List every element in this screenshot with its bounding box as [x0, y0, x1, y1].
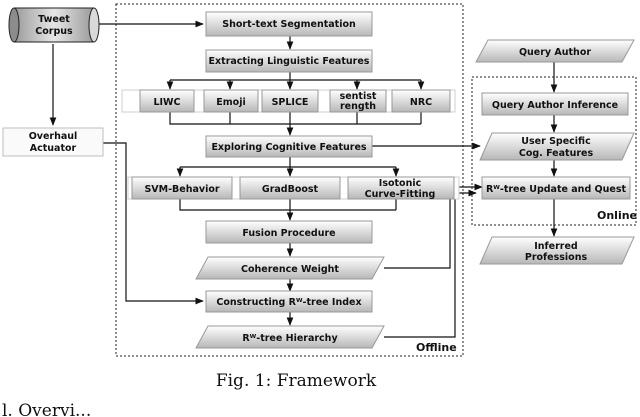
linguistic-features-row: LIWC Emoji SPLICE sentist rength NRC	[121, 89, 456, 113]
extracting-linguistic-features-label: Extracting Linguistic Features	[209, 56, 370, 67]
short-text-segmentation-label: Short-text Segmentation	[222, 19, 356, 30]
constructing-index-label: Constructing Rᵂ-tree Index	[216, 297, 361, 308]
edge-classifiers-fanin	[179, 199, 397, 211]
edge-coherence-to-update	[384, 189, 477, 269]
edge-hierarchy-to-update	[384, 183, 483, 338]
classifiers-row: SVM-Behavior GradBoost Isotonic Curve-Fi…	[127, 176, 460, 200]
offline-label: Offline	[416, 341, 457, 354]
overhaul-actuator-label-1: Overhaul	[29, 131, 78, 142]
sentistrength-node: sentist rength	[329, 89, 387, 113]
nrc-node: NRC	[391, 89, 451, 113]
extracting-linguistic-features-node: Extracting Linguistic Features	[205, 49, 373, 73]
edge-features-fanin	[169, 112, 422, 125]
connectors	[49, 20, 558, 338]
sentistrength-label-2: rength	[340, 101, 376, 112]
exploring-cognitive-features-label: Exploring Cognitive Features	[211, 142, 366, 153]
splice-label: SPLICE	[272, 97, 309, 108]
query-author-inference-label: Query Author Inference	[492, 100, 618, 111]
coherence-weight-label: Coherence Weight	[241, 264, 339, 275]
inferred-professions-label-2: Professions	[525, 252, 588, 263]
next-section-heading: l. Overvi...	[2, 401, 91, 417]
overhaul-actuator-label-2: Actuator	[30, 143, 77, 154]
edge-actuator-to-constructing	[103, 142, 204, 305]
rtree-hierarchy-label: Rᵂ-tree Hierarchy	[242, 333, 338, 344]
isotonic-label-2: Curve-Fitting	[365, 189, 436, 200]
isotonic-label-1: Isotonic	[379, 178, 421, 189]
tweet-corpus-node: Tweet Corpus	[8, 7, 100, 43]
figure-caption: Fig. 1: Framework	[216, 371, 377, 391]
sentistrength-label-1: sentist	[340, 91, 377, 102]
gradboost-node: GradBoost	[239, 176, 341, 200]
svm-behavior-label: SVM-Behavior	[144, 184, 219, 195]
nrc-label: NRC	[410, 97, 432, 108]
fusion-procedure-label: Fusion Procedure	[242, 228, 335, 239]
query-author-node: Query Author	[475, 39, 635, 63]
fusion-procedure-node: Fusion Procedure	[205, 220, 373, 244]
query-author-inference-node: Query Author Inference	[481, 92, 629, 116]
user-specific-features-node: User Specific Cog. Features	[479, 132, 635, 161]
splice-node: SPLICE	[261, 89, 319, 113]
liwc-node: LIWC	[139, 89, 195, 113]
overhaul-actuator-node: Overhaul Actuator	[2, 127, 104, 157]
svm-behavior-node: SVM-Behavior	[131, 176, 233, 200]
constructing-index-node: Constructing Rᵂ-tree Index	[205, 290, 373, 313]
offline-region	[115, 3, 464, 357]
tweet-corpus-label-2: Corpus	[35, 26, 73, 37]
emoji-node: Emoji	[203, 89, 259, 113]
user-specific-label-2: Cog. Features	[519, 148, 594, 159]
inferred-professions-label-1: Inferred	[534, 241, 578, 252]
tweet-corpus-label-1: Tweet	[38, 14, 70, 25]
exploring-cognitive-features-node: Exploring Cognitive Features	[205, 135, 373, 158]
gradboost-label: GradBoost	[262, 184, 319, 195]
coherence-weight-node: Coherence Weight	[195, 256, 385, 280]
online-label: Online	[597, 209, 637, 222]
edge-exploring-fanout	[180, 157, 396, 168]
user-specific-label-1: User Specific	[521, 136, 590, 147]
rtree-update-node: Rᵂ-tree Update and Quest	[481, 176, 631, 200]
query-author-label: Query Author	[519, 47, 591, 58]
rtree-update-label: Rᵂ-tree Update and Quest	[486, 184, 627, 195]
rtree-hierarchy-node: Rᵂ-tree Hierarchy	[195, 325, 385, 349]
edge-extracting-fanout	[170, 72, 421, 81]
liwc-label: LIWC	[153, 97, 180, 108]
short-text-segmentation-node: Short-text Segmentation	[205, 11, 373, 37]
inferred-professions-node: Inferred Professions	[479, 236, 635, 265]
isotonic-curve-fitting-node: Isotonic Curve-Fitting	[347, 176, 455, 200]
emoji-label: Emoji	[216, 97, 245, 108]
